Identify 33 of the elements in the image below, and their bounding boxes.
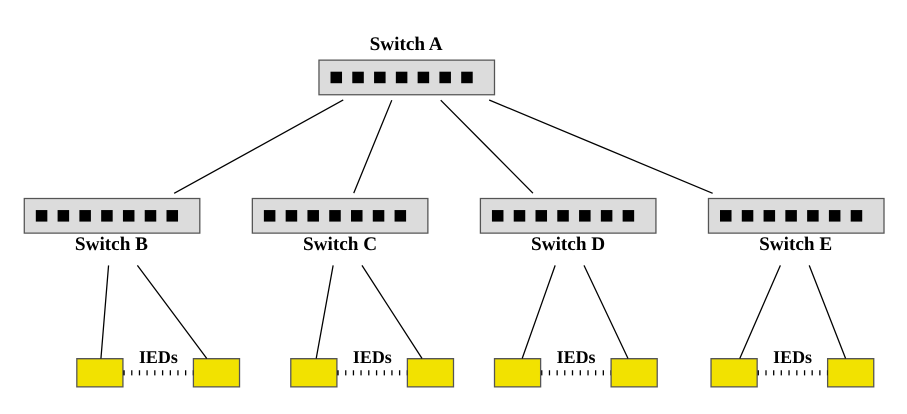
connector [440,99,534,194]
connector [583,264,629,358]
node-label: Switch B [74,233,148,254]
node-box [76,358,124,388]
connector [488,98,713,194]
node-box [610,358,658,388]
connector [136,264,208,358]
connector [123,370,194,375]
connector [808,264,846,358]
node-label: Switch A [370,33,443,54]
edge-label: IEDs [773,346,812,366]
node-box [290,358,338,388]
node-label: Switch C [302,233,378,254]
edge-label: IEDs [352,346,392,366]
connector [316,264,334,358]
node-label: Switch D [531,233,606,254]
edge-label: IEDs [138,346,178,366]
node-box [406,358,454,388]
connector [353,99,392,193]
connector [522,264,556,358]
connector [337,370,408,375]
connector [361,264,423,358]
node-box [710,358,758,388]
edge-label: IEDs [556,346,596,366]
node-box [494,358,542,388]
node-box [192,358,240,388]
connector [739,264,781,358]
connector [541,370,611,375]
node-box [826,358,874,388]
connector [100,264,110,358]
connector [174,98,344,194]
connector [758,370,828,375]
node-label: Switch E [759,233,832,254]
